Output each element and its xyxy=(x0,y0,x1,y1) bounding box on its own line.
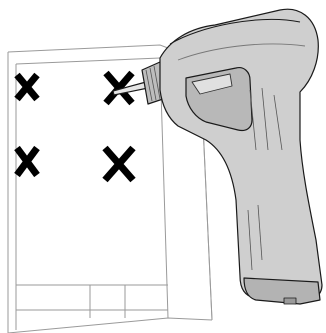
battery-clip xyxy=(284,298,296,304)
cross-marker-icon xyxy=(17,75,37,99)
drill-body xyxy=(160,9,322,302)
screw-markers xyxy=(17,73,133,180)
drill-icon xyxy=(113,9,322,304)
drill-battery xyxy=(244,278,320,304)
cross-marker-icon xyxy=(105,148,133,180)
cross-marker-icon xyxy=(17,148,37,175)
